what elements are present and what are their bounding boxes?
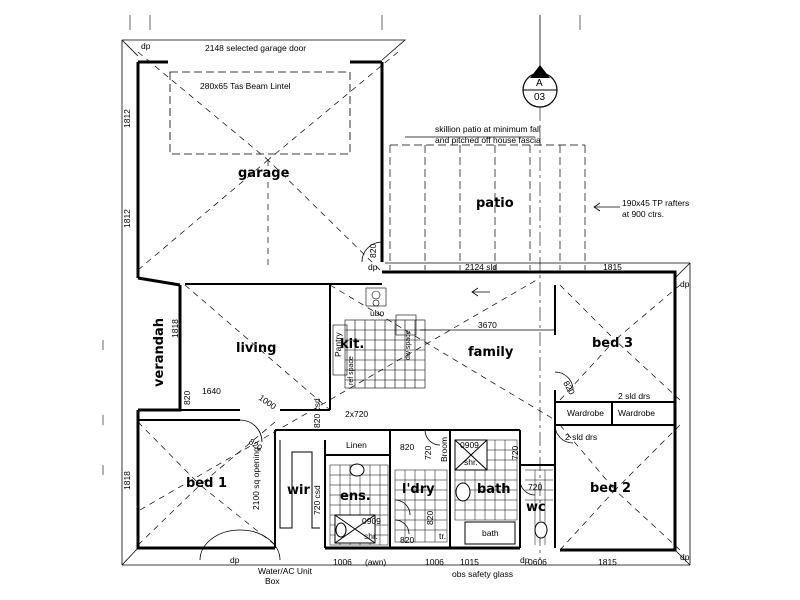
ref-space-label: ref space <box>348 356 355 385</box>
dim-820-d: 820 <box>400 535 414 545</box>
room-family: family <box>468 345 514 360</box>
shower-1-label: shr. <box>464 457 478 467</box>
dim-0606: 0606 <box>528 557 547 567</box>
safety-glass-label: obs safety glass <box>452 569 513 579</box>
dim-2124: 2124 sld <box>465 262 497 272</box>
fixtures <box>334 439 548 545</box>
room-bed3: bed 3 <box>592 336 633 351</box>
dim-720-b: 720 <box>510 446 520 460</box>
patio-rafters <box>389 144 586 270</box>
sliding-opening: 2100 sq opening <box>251 447 261 510</box>
dw-space-label: dw space <box>405 330 412 360</box>
patio-note-1: skillion patio at minimum fall <box>435 124 541 134</box>
dp-2: dp <box>368 262 378 272</box>
dim-720-csd: 720 csd <box>312 485 322 515</box>
dim-3670: 3670 <box>478 320 497 330</box>
dp-5: dp <box>520 555 530 565</box>
dim-2x720: 2x720 <box>345 409 368 419</box>
lintel-label: 280x65 Tas Beam Lintel <box>200 81 291 91</box>
rafters-label-2: at 900 ctrs. <box>622 209 664 219</box>
dim-820-c: 820 <box>400 442 414 452</box>
dim-720-a: 720 <box>423 446 433 460</box>
dim-1015: 1015 <box>460 557 479 567</box>
rafters-label-1: 190x45 TP rafters <box>622 198 689 208</box>
wardrobe-2-label: Wardrobe <box>618 408 655 418</box>
broom-label: Broom <box>439 437 449 462</box>
section-marker <box>522 15 558 560</box>
roof-outline <box>121 39 691 566</box>
dim-820-a: 820 <box>182 391 192 405</box>
dim-820-e: 820 <box>425 511 435 525</box>
wir-shelving <box>279 440 320 529</box>
water-ac-label: Water/AC Unit <box>258 566 313 576</box>
section-letter: A <box>536 78 543 89</box>
room-bath: bath <box>477 482 511 497</box>
linen-label: Linen <box>346 440 367 450</box>
dp-6: dp <box>680 552 690 562</box>
room-patio: patio <box>476 196 514 211</box>
internal-walls <box>138 283 675 548</box>
door-swings <box>199 241 574 561</box>
dim-awn: (awn) <box>365 557 386 567</box>
tr-label: tr. <box>439 531 446 541</box>
section-number: 03 <box>534 92 546 103</box>
dp-4: dp <box>230 555 240 565</box>
dim-820-bed3: 820 <box>561 379 577 397</box>
grid-lines <box>102 15 581 475</box>
wardrobe-1-label: Wardrobe <box>567 408 604 418</box>
garage-door-label: 2148 selected garage door <box>205 43 306 53</box>
dim-1006-a: 1006 <box>333 557 352 567</box>
box-label: Box <box>265 576 280 586</box>
arrows <box>405 136 620 331</box>
room-living: living <box>236 341 276 356</box>
dim-1818-bed1: 1818 <box>122 471 132 490</box>
dim-1818-ver: 1818 <box>170 319 180 338</box>
sld-drs-1: 2 sld drs <box>618 391 650 401</box>
sld-drs-2: 2 sld drs <box>565 432 597 442</box>
room-verandah: verandah <box>152 318 167 387</box>
dim-820-csd: 820 csd <box>312 398 322 428</box>
dp-1: dp <box>141 41 151 51</box>
kitchen-tiles <box>332 287 426 389</box>
lintel-box <box>169 71 351 155</box>
dim-1812-a: 1812 <box>122 109 132 128</box>
dim-1812-b: 1812 <box>122 209 132 228</box>
room-wc: wc <box>526 500 546 515</box>
dp-3: dp <box>680 279 690 289</box>
ubo-label: ubo <box>370 308 384 318</box>
pantry-label: Pantry <box>333 332 343 357</box>
room-wir: wir <box>287 483 310 498</box>
dim-1815-bot: 1815 <box>598 557 617 567</box>
dim-820-b: 820 <box>247 436 265 452</box>
shower-2-label: shr. <box>364 531 378 541</box>
ceiling-diagonals <box>137 51 681 551</box>
dim-0909-b: 0909 <box>362 516 381 526</box>
dim-1000: 1000 <box>257 392 278 411</box>
room-garage: garage <box>238 166 290 181</box>
dim-720-c: 720 <box>528 482 542 492</box>
room-ens: ens. <box>340 489 371 504</box>
dim-820-garage: 820 <box>368 244 378 258</box>
patio-note-2: and pitched off house fascia <box>435 135 541 145</box>
room-bed1: bed 1 <box>186 476 227 491</box>
dim-1815-top: 1815 <box>603 262 622 272</box>
room-bed2: bed 2 <box>590 481 631 496</box>
room-laundry: l'dry <box>402 482 435 497</box>
room-kitchen: kit. <box>340 337 364 352</box>
bath-fixture-label: bath <box>482 528 499 538</box>
dim-1640: 1640 <box>202 386 221 396</box>
dim-1006-b: 1006 <box>425 557 444 567</box>
dim-0909: 0909 <box>460 440 479 450</box>
external-walls <box>136 60 677 552</box>
